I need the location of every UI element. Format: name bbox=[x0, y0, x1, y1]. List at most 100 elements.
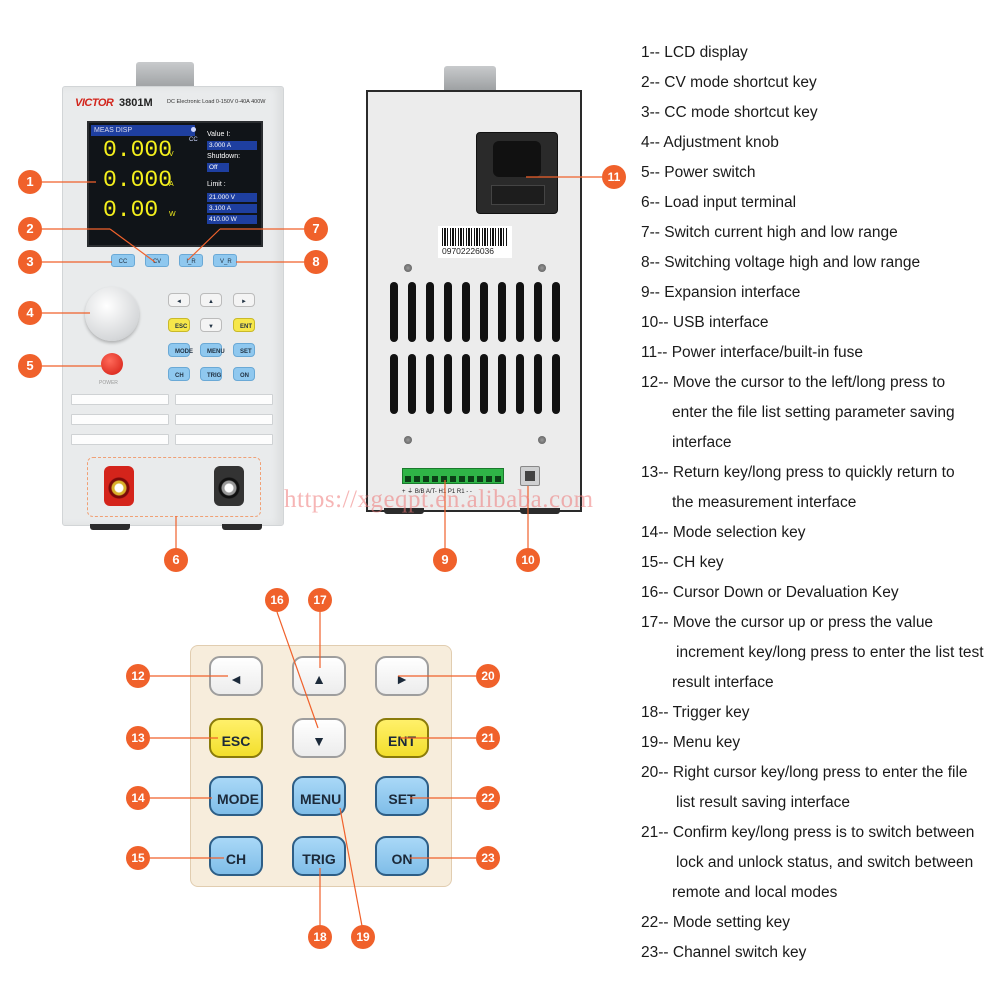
down-cursor-key[interactable]: ▼ bbox=[292, 718, 346, 758]
up-cursor-key[interactable]: ▲ bbox=[292, 656, 346, 696]
legend-item-9: 9-- Expansion interface bbox=[641, 284, 801, 301]
legend-item-4: 4-- Adjustment knob bbox=[641, 134, 779, 151]
i-range-key[interactable]: I_R bbox=[179, 254, 203, 267]
legend-item-15: 15-- CH key bbox=[641, 554, 724, 571]
lcd-header: MEAS DISP bbox=[91, 125, 195, 136]
adjustment-knob[interactable] bbox=[85, 287, 139, 341]
power-switch[interactable] bbox=[101, 353, 123, 375]
callout-1: 1 bbox=[18, 170, 42, 194]
small-set-key[interactable]: SET bbox=[233, 343, 255, 357]
small-up-key[interactable]: ▲ bbox=[200, 293, 222, 307]
legend-item-20: 20-- Right cursor key/long press to ente… bbox=[641, 764, 968, 811]
screw bbox=[404, 264, 412, 272]
callout-12: 12 bbox=[126, 664, 150, 688]
legend-list: 1-- LCD display 2-- CV mode shortcut key… bbox=[641, 38, 997, 968]
negative-terminal[interactable] bbox=[214, 466, 244, 506]
front-vent bbox=[175, 394, 273, 405]
power-label: POWER bbox=[99, 380, 118, 386]
callout-4: 4 bbox=[18, 301, 42, 325]
legend-item-12: 12-- Move the cursor to the left/long pr… bbox=[641, 374, 955, 451]
legend-item-6: 6-- Load input terminal bbox=[641, 194, 797, 211]
back-vent bbox=[390, 354, 398, 414]
shutdown-value: Off bbox=[207, 163, 229, 172]
value-label: Value I: bbox=[207, 131, 231, 138]
front-vent bbox=[175, 414, 273, 425]
callout-9: 9 bbox=[433, 548, 457, 572]
small-down-key[interactable]: ▼ bbox=[200, 318, 222, 332]
power-unit: W bbox=[169, 211, 176, 218]
mode-key[interactable]: MODE bbox=[209, 776, 263, 816]
callout-19: 19 bbox=[351, 925, 375, 949]
positive-terminal[interactable] bbox=[104, 466, 134, 506]
back-vent bbox=[426, 354, 434, 414]
small-trig-key[interactable]: TRIG bbox=[200, 367, 222, 381]
voltage-unit: V bbox=[169, 151, 174, 158]
legend-item-7: 7-- Switch current high and low range bbox=[641, 224, 898, 241]
limit-power: 410.00 W bbox=[207, 215, 257, 224]
callout-15: 15 bbox=[126, 846, 150, 870]
trig-key[interactable]: TRIG bbox=[292, 836, 346, 876]
keypad-closeup: ◄ ▲ ► ESC ▼ ENT MODE MENU SET CH TRIG ON bbox=[190, 645, 452, 887]
back-vent bbox=[462, 354, 470, 414]
small-menu-key[interactable]: MENU bbox=[200, 343, 225, 357]
usb-port[interactable] bbox=[520, 466, 540, 486]
menu-key[interactable]: MENU bbox=[292, 776, 346, 816]
legend-item-5: 5-- Power switch bbox=[641, 164, 756, 181]
front-handle bbox=[136, 62, 194, 88]
v-range-key[interactable]: V_R bbox=[213, 254, 237, 267]
legend-item-14: 14-- Mode selection key bbox=[641, 524, 806, 541]
model-description: DC Electronic Load 0-150V 0-40A 400W bbox=[167, 99, 266, 105]
leader-line-2 bbox=[109, 228, 156, 263]
callout-7: 7 bbox=[304, 217, 328, 241]
small-esc-key[interactable]: ESC bbox=[168, 318, 190, 332]
legend-item-22: 22-- Mode setting key bbox=[641, 914, 791, 931]
socket-pins bbox=[493, 141, 541, 177]
ch-key[interactable]: CH bbox=[209, 836, 263, 876]
legend-item-1: 1-- LCD display bbox=[641, 44, 748, 61]
barcode-bars bbox=[442, 228, 508, 246]
screw bbox=[404, 436, 412, 444]
back-vent bbox=[444, 282, 452, 342]
back-vent bbox=[552, 354, 560, 414]
cv-key[interactable]: CV bbox=[145, 254, 169, 267]
power-reading: 0.00 bbox=[103, 197, 159, 223]
callout-6: 6 bbox=[164, 548, 188, 572]
expansion-terminal-label: + ⏚ B/B A/T- H1 P1 R1 - - bbox=[402, 489, 472, 495]
small-ch-key[interactable]: CH bbox=[168, 367, 190, 381]
legend-item-2: 2-- CV mode shortcut key bbox=[641, 74, 817, 91]
small-left-key[interactable]: ◄ bbox=[168, 293, 190, 307]
cc-key[interactable]: CC bbox=[111, 254, 135, 267]
back-vent bbox=[498, 354, 506, 414]
small-ent-key[interactable]: ENT bbox=[233, 318, 255, 332]
callout-14: 14 bbox=[126, 786, 150, 810]
on-key[interactable]: ON bbox=[375, 836, 429, 876]
voltage-reading: 0.000 bbox=[103, 137, 173, 163]
cc-indicator bbox=[191, 127, 196, 132]
back-vent bbox=[498, 282, 506, 342]
back-foot bbox=[384, 508, 424, 514]
back-vent bbox=[480, 282, 488, 342]
callout-22: 22 bbox=[476, 786, 500, 810]
callout-20: 20 bbox=[476, 664, 500, 688]
back-foot bbox=[520, 508, 560, 514]
current-unit: A bbox=[169, 181, 174, 188]
cc-mode-label: CC bbox=[189, 137, 198, 143]
back-vent bbox=[408, 354, 416, 414]
barcode-label: 09702226036 bbox=[438, 226, 512, 258]
back-vent bbox=[534, 282, 542, 342]
legend-item-18: 18-- Trigger key bbox=[641, 704, 750, 721]
callout-10: 10 bbox=[516, 548, 540, 572]
callout-2: 2 bbox=[18, 217, 42, 241]
small-mode-key[interactable]: MODE bbox=[168, 343, 193, 357]
back-vent bbox=[426, 282, 434, 342]
small-right-key[interactable]: ► bbox=[233, 293, 255, 307]
callout-13: 13 bbox=[126, 726, 150, 750]
legend-item-13: 13-- Return key/long press to quickly re… bbox=[641, 464, 955, 511]
set-key[interactable]: SET bbox=[375, 776, 429, 816]
power-socket[interactable] bbox=[476, 132, 558, 214]
small-on-key[interactable]: ON bbox=[233, 367, 255, 381]
callout-21: 21 bbox=[476, 726, 500, 750]
expansion-terminal[interactable] bbox=[402, 468, 504, 484]
back-vent bbox=[390, 282, 398, 342]
front-vent bbox=[71, 414, 169, 425]
